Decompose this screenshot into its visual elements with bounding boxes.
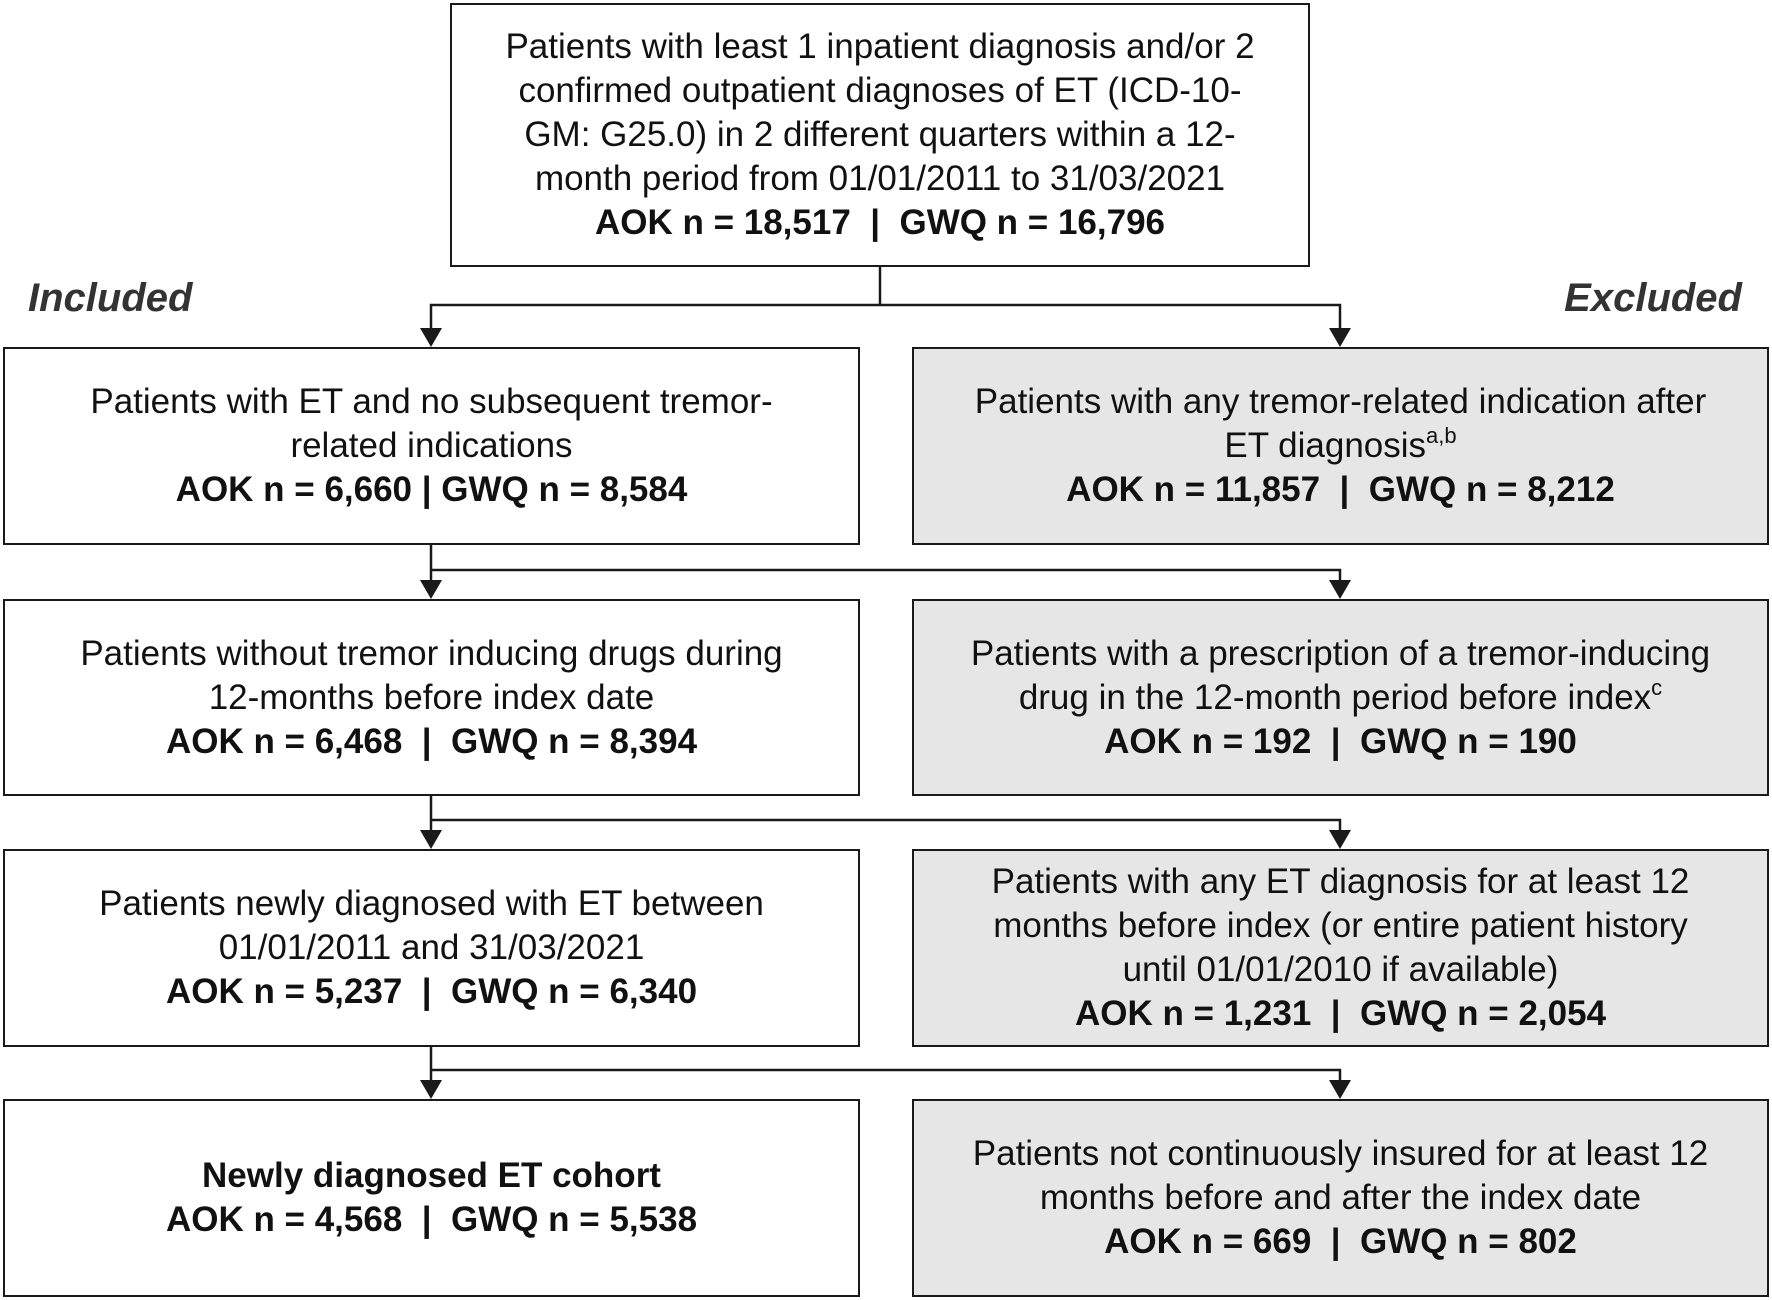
included-label: Included xyxy=(28,276,193,320)
box-counts: AOK n = 6,660 | GWQ n = 8,584 xyxy=(175,470,688,509)
connector-level3-split xyxy=(429,1047,1342,1082)
box-counts: AOK n = 1,231 | GWQ n = 2,054 xyxy=(1074,994,1607,1033)
box-text-line: months before index (or entire patient h… xyxy=(993,906,1688,945)
connector-level1-split xyxy=(429,545,1342,582)
arrowhead-excluded-2 xyxy=(1329,580,1351,599)
box-counts: AOK n = 669 | GWQ n = 802 xyxy=(1104,1222,1577,1261)
box-text-line: 01/01/2011 and 31/03/2021 xyxy=(218,928,645,967)
box-text-line-main: drug in the 12-month period before index xyxy=(1018,677,1652,717)
box-text-line: Patients newly diagnosed with ET between xyxy=(99,884,764,923)
connector-top-split xyxy=(429,267,1342,330)
connector-level2-split xyxy=(429,796,1342,832)
excluded-label: Excluded xyxy=(1564,276,1742,320)
source-population-line: GM: G25.0) in 2 different quarters withi… xyxy=(524,115,1236,154)
footnote-marker: a,b xyxy=(1426,423,1457,448)
box-text-line: 12-months before index date xyxy=(208,677,655,717)
arrowhead-excluded-3 xyxy=(1329,830,1351,849)
arrowhead-included-4 xyxy=(420,1080,442,1099)
box-counts: AOK n = 192 | GWQ n = 190 xyxy=(1104,721,1577,761)
source-population-box: Patients with least 1 inpatient diagnosi… xyxy=(450,3,1310,267)
excluded-box-4: Patients not continuously insured for at… xyxy=(912,1099,1769,1297)
included-box-1: Patients with ET and no subsequent tremo… xyxy=(3,347,860,545)
source-population-counts: AOK n = 18,517 | GWQ n = 16,796 xyxy=(594,203,1166,242)
box-text-line: ET diagnosisa,b xyxy=(1224,424,1456,468)
arrowhead-included-2 xyxy=(420,580,442,599)
footnote-marker: c xyxy=(1651,674,1663,700)
arrowhead-included-3 xyxy=(420,830,442,849)
box-text-line: until 01/01/2010 if available) xyxy=(1122,950,1559,989)
box-text-line: Patients with any ET diagnosis for at le… xyxy=(991,862,1690,901)
arrowhead-excluded-1 xyxy=(1329,328,1351,347)
excluded-box-3: Patients with any ET diagnosis for at le… xyxy=(912,849,1769,1047)
box-text-line: Patients without tremor inducing drugs d… xyxy=(80,633,783,673)
source-population-line: Patients with least 1 inpatient diagnosi… xyxy=(505,27,1255,66)
box-text-line: Patients with a prescription of a tremor… xyxy=(970,633,1711,673)
arrowhead-excluded-4 xyxy=(1329,1080,1351,1099)
final-cohort-title: Newly diagnosed ET cohort xyxy=(202,1156,661,1195)
box-text-line-main: ET diagnosis xyxy=(1224,426,1427,465)
box-text-line: drug in the 12-month period before index… xyxy=(1019,676,1662,720)
excluded-box-2: Patients with a prescription of a tremor… xyxy=(912,599,1769,796)
arrowhead-included-1 xyxy=(420,328,442,347)
box-text-line: Patients not continuously insured for at… xyxy=(972,1134,1709,1173)
source-population-line: month period from 01/01/2011 to 31/03/20… xyxy=(534,159,1226,198)
excluded-box-1: Patients with any tremor-related indicat… xyxy=(912,347,1769,545)
box-counts: AOK n = 6,468 | GWQ n = 8,394 xyxy=(165,721,698,761)
included-box-3: Patients newly diagnosed with ET between… xyxy=(3,849,860,1047)
source-population-line: confirmed outpatient diagnoses of ET (IC… xyxy=(518,71,1242,110)
box-counts: AOK n = 4,568 | GWQ n = 5,538 xyxy=(165,1200,698,1239)
final-cohort-box: Newly diagnosed ET cohort AOK n = 4,568 … xyxy=(3,1099,860,1297)
box-text-line: months before and after the index date xyxy=(1039,1178,1642,1217)
box-counts: AOK n = 5,237 | GWQ n = 6,340 xyxy=(165,972,698,1011)
box-text-line: Patients with ET and no subsequent tremo… xyxy=(90,382,773,421)
box-text-line: Patients with any tremor-related indicat… xyxy=(974,382,1707,421)
box-text-line: related indications xyxy=(290,426,573,465)
included-box-2: Patients without tremor inducing drugs d… xyxy=(3,599,860,796)
box-counts: AOK n = 11,857 | GWQ n = 8,212 xyxy=(1066,470,1615,509)
